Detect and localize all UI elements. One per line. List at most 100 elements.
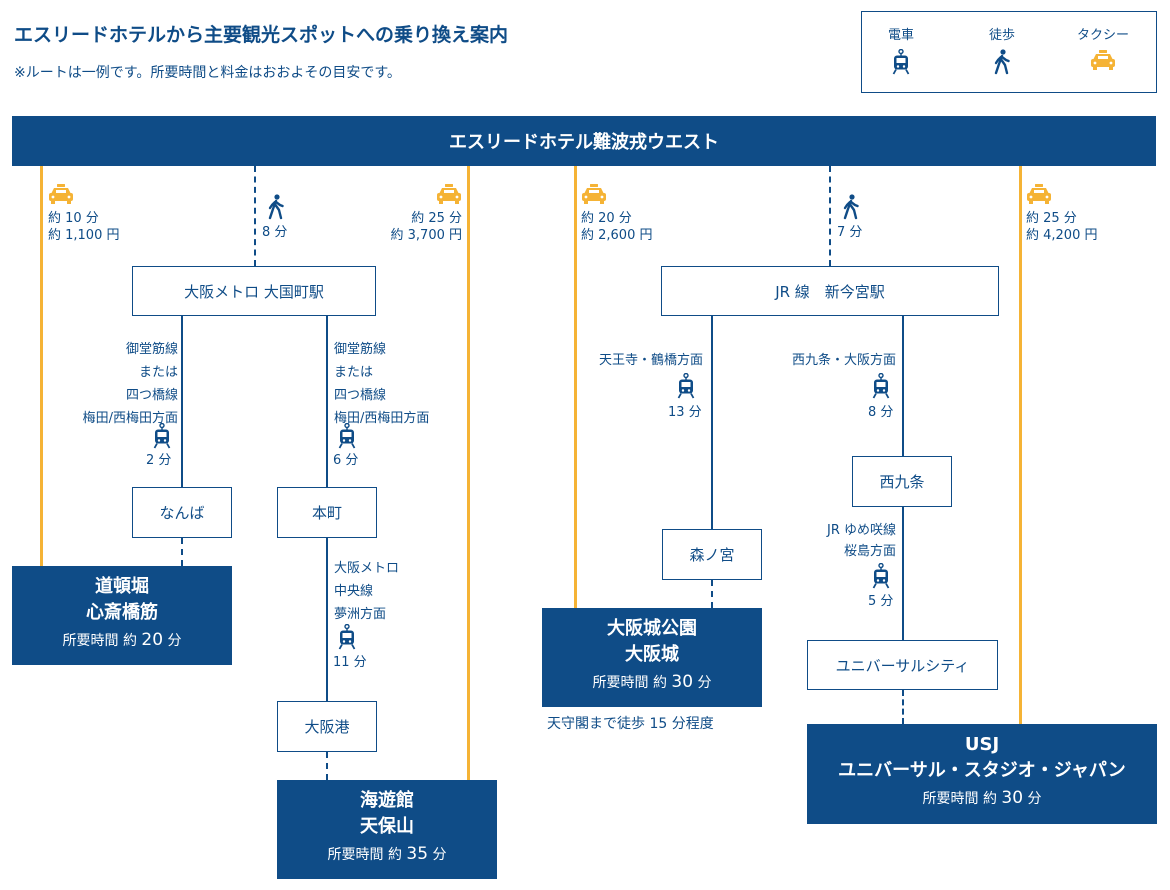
segment-line: 梅田/西梅田方面 <box>82 411 178 426</box>
segment-line: 御堂筋線 <box>334 342 387 357</box>
taxi-icon <box>436 183 462 205</box>
train-line-morinomiya <box>711 316 713 529</box>
destination-name: 道頓堀 <box>95 576 149 597</box>
walk-line-daikokucho <box>254 166 256 266</box>
destination-name: 心斎橋筋 <box>86 602 158 623</box>
station-honmachi: 本町 <box>277 487 377 538</box>
destination-osakajo: 大阪城公園 大阪城 所要時間 約 30 分 <box>542 608 762 707</box>
route-fare: 約 3,700 円 <box>390 228 462 243</box>
train-icon <box>676 373 696 399</box>
route-time: 約 10 分 <box>48 211 99 226</box>
route-note-taxi-kaiyukan: 約 25 分 約 3,700 円 <box>391 210 462 244</box>
legend-walk-label: 徒歩 <box>988 28 1015 43</box>
destination-name: 大阪城公園 <box>607 618 697 639</box>
station-daikokucho: 大阪メトロ 大国町駅 <box>132 266 376 316</box>
route-note-walk-shinimamiya: 7 分 <box>837 224 862 241</box>
train-icon <box>152 423 172 449</box>
route-note-taxi-dotonbori: 約 10 分 約 1,100 円 <box>48 210 119 244</box>
segment-line: 中央線 <box>334 584 374 599</box>
destination-time: 所要時間 約 35 分 <box>277 844 497 864</box>
legend: 電車 徒歩 タクシー <box>861 11 1157 93</box>
segment-line: または <box>334 365 374 380</box>
route-time: 8 分 <box>262 225 288 240</box>
destination-name: 大阪城 <box>625 644 679 665</box>
legend-taxi-label: タクシー <box>1076 28 1129 43</box>
route-note-taxi-osakajo: 約 20 分 約 2,600 円 <box>581 210 652 244</box>
page-subtitle: ※ルートは一例です。所要時間と料金はおおよその目安です。 <box>14 65 401 81</box>
route-time: 約 25 分 <box>1026 211 1077 226</box>
segment-line: 桜島方面 <box>843 544 896 559</box>
train-line-honmachi <box>326 316 328 487</box>
time-prefix: 所要時間 約 <box>327 847 402 863</box>
taxi-line-osakajo <box>574 166 577 608</box>
train-icon <box>871 373 891 399</box>
segment-note-honmachi: 御堂筋線 または 四つ橋線 梅田/西梅田方面 <box>334 338 429 430</box>
time-prefix: 所要時間 約 <box>922 791 997 807</box>
segment-line: 御堂筋線 <box>125 342 178 357</box>
taxi-line-kaiyukan <box>467 166 470 780</box>
walk-icon <box>992 49 1012 75</box>
segment-line: 夢洲方面 <box>334 607 387 622</box>
segment-note-universal-city: JR ゆめ咲線 桜島方面 <box>827 520 896 562</box>
segment-line: 西九条・大阪方面 <box>791 353 896 368</box>
route-fare: 約 2,600 円 <box>581 228 653 243</box>
taxi-icon <box>1090 49 1116 71</box>
walk-dash-usj <box>902 690 904 724</box>
segment-line: 大阪メトロ <box>334 561 400 576</box>
station-nishikujo: 西九条 <box>852 456 952 507</box>
segment-note-namba: 御堂筋線 または 四つ橋線 梅田/西梅田方面 <box>83 338 178 430</box>
segment-time: 6 分 <box>333 453 359 468</box>
route-note-taxi-usj: 約 25 分 約 4,200 円 <box>1026 210 1097 244</box>
station-universal-city: ユニバーサルシティ <box>807 640 998 690</box>
train-icon <box>337 624 357 650</box>
taxi-icon <box>48 183 74 205</box>
destination-usj: USJ ユニバーサル・スタジオ・ジャパン 所要時間 約 30 分 <box>807 724 1157 824</box>
train-icon <box>337 423 357 449</box>
segment-time: 2 分 <box>146 453 172 468</box>
station-osakako: 大阪港 <box>277 701 377 752</box>
train-line-namba <box>181 316 183 487</box>
time-unit: 分 <box>167 633 182 649</box>
destination-dotonbori: 道頓堀 心斎橋筋 所要時間 約 20 分 <box>12 566 232 665</box>
legend-train-label: 電車 <box>887 28 914 43</box>
taxi-line-usj <box>1019 166 1022 724</box>
time-value: 35 <box>406 844 429 864</box>
segment-note-osakako: 大阪メトロ 中央線 夢洲方面 <box>334 557 399 626</box>
segment-note-nishikujo: 西九条・大阪方面 <box>792 352 896 369</box>
time-value: 30 <box>1001 788 1024 808</box>
page-title: エスリードホテルから主要観光スポットへの乗り換え案内 <box>14 24 509 46</box>
time-prefix: 所要時間 約 <box>592 675 667 691</box>
segment-time: 8 分 <box>868 405 894 420</box>
route-fare: 約 1,100 円 <box>48 228 120 243</box>
time-value: 30 <box>671 672 694 692</box>
taxi-icon <box>1026 183 1052 205</box>
taxi-icon <box>581 183 607 205</box>
segment-line: 四つ橋線 <box>334 388 387 403</box>
segment-line: 四つ橋線 <box>125 388 178 403</box>
destination-kaiyukan: 海遊館 天保山 所要時間 約 35 分 <box>277 780 497 879</box>
destination-time: 所要時間 約 30 分 <box>542 672 762 692</box>
time-value: 20 <box>141 630 164 650</box>
segment-time: 13 分 <box>668 405 702 420</box>
train-icon <box>871 563 891 589</box>
train-line-universal-city <box>902 507 904 640</box>
destination-note-osakajo: 天守閣まで徒歩 15 分程度 <box>547 716 714 732</box>
route-time: 7 分 <box>837 225 863 240</box>
destination-time: 所要時間 約 30 分 <box>807 788 1157 808</box>
hotel-banner: エスリードホテル難波戎ウエスト <box>12 116 1156 166</box>
legend-train: 電車 <box>866 24 936 75</box>
segment-line: 梅田/西梅田方面 <box>334 411 430 426</box>
walk-icon <box>841 194 861 220</box>
segment-line: 天王寺・鶴橋方面 <box>598 353 703 368</box>
segment-note-morinomiya: 天王寺・鶴橋方面 <box>599 352 703 369</box>
station-namba: なんば <box>132 487 232 538</box>
segment-time: 5 分 <box>868 594 894 609</box>
route-note-walk-daikokucho: 8 分 <box>262 224 287 241</box>
legend-taxi: タクシー <box>1068 24 1138 71</box>
destination-name: 海遊館 <box>360 790 414 811</box>
taxi-line-dotonbori <box>40 166 43 566</box>
walk-dash-osakajo <box>711 580 713 608</box>
train-line-osakako <box>326 538 328 701</box>
segment-time: 11 分 <box>333 655 367 670</box>
station-morinomiya: 森ノ宮 <box>662 529 762 580</box>
